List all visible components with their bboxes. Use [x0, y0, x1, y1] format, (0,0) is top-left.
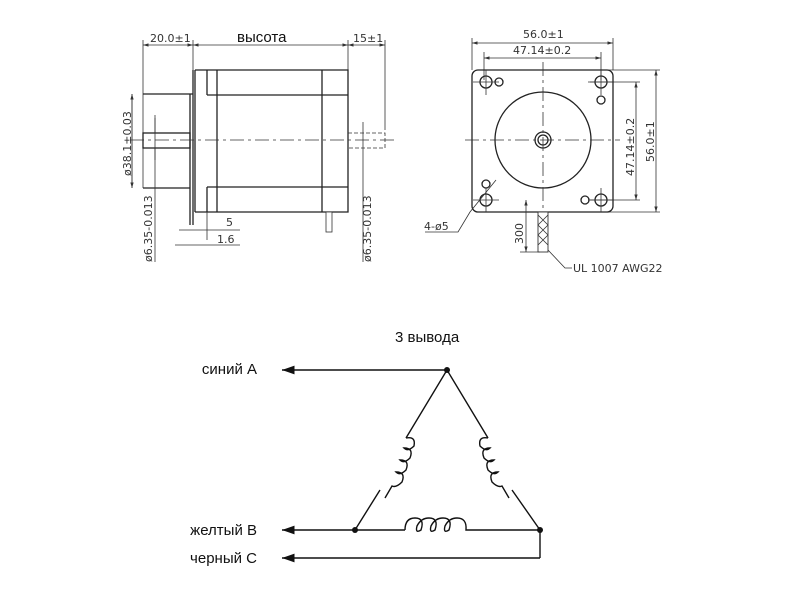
dim-lead-length: 300 [513, 223, 526, 244]
side-view: 20.0±1 высота 15±1 ø38.1±0.03 ø6.35-0.01… [121, 29, 395, 262]
dim-hole-spacing-vertical: 47.14±0.2 [624, 118, 637, 176]
dim-shaft-rear-diameter: ø6.35-0.013 [361, 195, 374, 262]
dim-mounting-holes: 4-ø5 [424, 220, 449, 233]
wire-label-c: черный C [190, 550, 257, 567]
dim-pilot-diameter: ø38.1±0.03 [121, 111, 134, 176]
dim-5: 5 [226, 216, 233, 229]
wiring-title: 3 вывода [395, 329, 460, 346]
dim-shaft-rear-length: 15±1 [353, 32, 383, 45]
wire-label-b: желтый B [190, 522, 257, 539]
height-label: высота [237, 29, 287, 46]
dim-hole-spacing: 47.14±0.2 [513, 44, 571, 57]
dim-shaft-front-diameter: ø6.35-0.013 [142, 195, 155, 262]
dim-height: 56.0±1 [644, 121, 657, 162]
wire-label-a: синий A [202, 361, 257, 378]
wire-spec: UL 1007 AWG22 [573, 262, 663, 275]
dim-width: 56.0±1 [523, 28, 564, 41]
front-view: 56.0±1 47.14±0.2 47.14±0.2 56.0±1 4-ø5 3… [424, 28, 663, 275]
dim-flange: 20.0±1 [150, 32, 191, 45]
wiring-diagram: 3 вывода синий A желтый B черный C [190, 329, 543, 567]
dim-1-6: 1.6 [217, 233, 235, 246]
